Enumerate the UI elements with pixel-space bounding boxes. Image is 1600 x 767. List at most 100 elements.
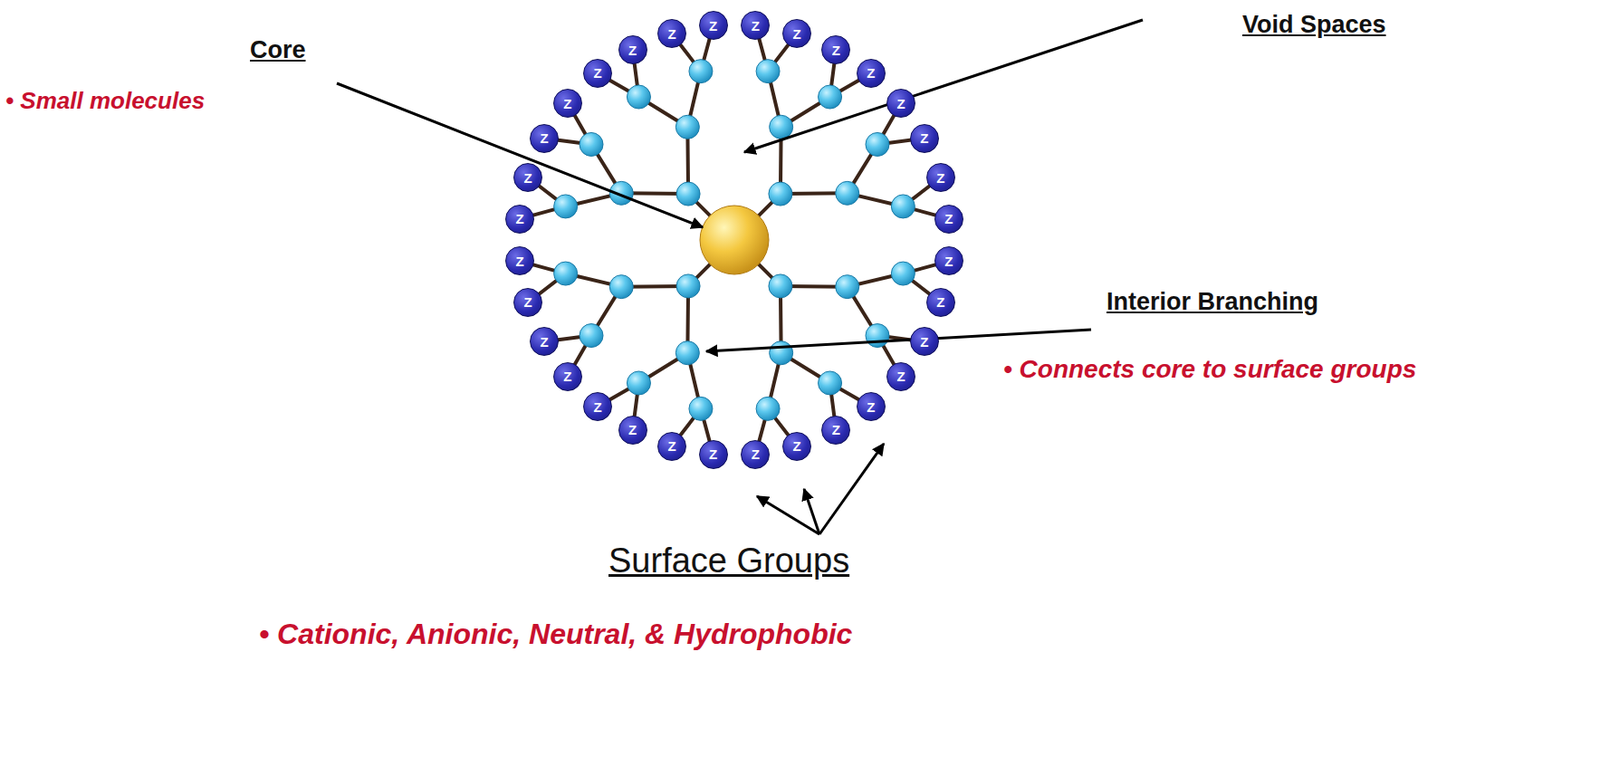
surface-group: Z [553,88,583,118]
surface-group: Z [529,124,559,154]
surface-group-letter: Z [866,400,875,414]
branching-heading: Interior Branching [1106,287,1319,317]
branch-atom [865,132,890,156]
surface-group-letter: Z [628,43,637,58]
branch-atom [689,59,713,84]
branch-atom [609,275,633,299]
branch-atom [891,194,915,219]
surface-group: Z [910,124,939,154]
surface-group: Z [529,326,559,356]
surface-group-letter: Z [563,369,572,384]
surface-group: Z [821,415,851,445]
branch-atom [818,85,843,109]
surface-group-letter: Z [540,335,549,349]
surface-group-letter: Z [832,43,841,58]
surface-group: Z [513,287,543,317]
surface-group: Z [856,392,886,422]
surface-group-letter: Z [919,131,929,145]
surface-group: Z [505,204,535,234]
surface-group: Z [926,162,956,192]
branch-atom [689,396,713,421]
surface-group: Z [618,35,648,65]
branch-atom [626,371,651,395]
surface-group-letter: Z [866,66,875,80]
branching-note: • Connects core to surface groups [1003,354,1417,384]
branch-atom [891,261,915,286]
surface-group-letter: Z [667,439,676,453]
leader-line [744,19,1143,153]
branch-atom [756,59,780,84]
core-sphere [699,205,769,275]
surface-group-letter: Z [936,295,945,309]
surface-group-letter: Z [708,447,718,461]
surface-group-letter: Z [944,254,953,269]
surface-group: Z [583,58,613,88]
branch-atom [554,194,578,219]
branch-atom [835,181,860,205]
branch-atom [769,341,794,365]
branch-atom [756,396,780,421]
core-note: • Small molecules [5,86,205,115]
core-heading: Core [249,36,307,65]
surface-group-letter: Z [896,369,905,384]
surface-group-letter: Z [524,295,533,309]
surface-group: Z [657,19,687,48]
surface-group: Z [782,19,812,48]
surface-group: Z [886,88,916,118]
surface-group: Z [583,392,613,422]
branch-atom [835,275,860,299]
surface-group-letter: Z [936,171,945,185]
surface-group: Z [699,440,729,470]
branch-atom [675,114,700,139]
surface-group-letter: Z [524,171,533,185]
branch-atom [768,274,793,298]
surface-group-letter: Z [594,66,603,80]
leader-line [819,443,884,535]
surface-group: Z [926,287,956,317]
branch-atom [865,324,890,348]
surface-group-letter: Z [540,131,549,145]
surface-heading: Surface Groups [608,541,850,581]
branch-atom [769,114,794,139]
surface-group-letter: Z [751,447,760,461]
surface-group: Z [821,35,851,65]
surface-note: • Cationic, Anionic, Neutral, & Hydropho… [258,617,853,652]
surface-group: Z [934,246,964,276]
surface-group: Z [740,10,770,40]
branch-atom [675,341,700,365]
branch-atom [554,261,578,286]
branch-atom [818,371,843,395]
branch-bonds [519,25,949,455]
surface-group-letter: Z [944,211,953,226]
surface-group-letter: Z [792,27,801,41]
surface-group: Z [886,362,916,392]
surface-group: Z [505,246,535,276]
branch-atom [579,132,604,156]
surface-group-letter: Z [667,27,676,41]
surface-group-letter: Z [516,211,525,226]
surface-group: Z [699,10,729,40]
branch-atom [768,182,793,206]
surface-group-letter: Z [896,96,905,111]
surface-group-letter: Z [628,422,637,437]
surface-group: Z [657,431,687,461]
branch-atom [676,182,700,206]
surface-group-letter: Z [751,19,760,33]
surface-group-letter: Z [792,439,801,453]
surface-group: Z [740,440,770,470]
surface-group-letter: Z [594,400,603,414]
leader-line [804,488,820,535]
leader-line [756,496,820,535]
surface-group: Z [910,326,939,356]
leader-line [706,329,1092,352]
surface-group-letter: Z [708,19,718,33]
branch-atom [626,85,651,109]
surface-group-letter: Z [919,335,929,349]
leader-lines [336,19,1143,535]
surface-group-letter: Z [832,422,841,437]
surface-group: Z [513,162,543,192]
void-heading: Void Spaces [1242,10,1387,39]
surface-group: Z [934,204,964,234]
branch-atom [579,324,604,348]
